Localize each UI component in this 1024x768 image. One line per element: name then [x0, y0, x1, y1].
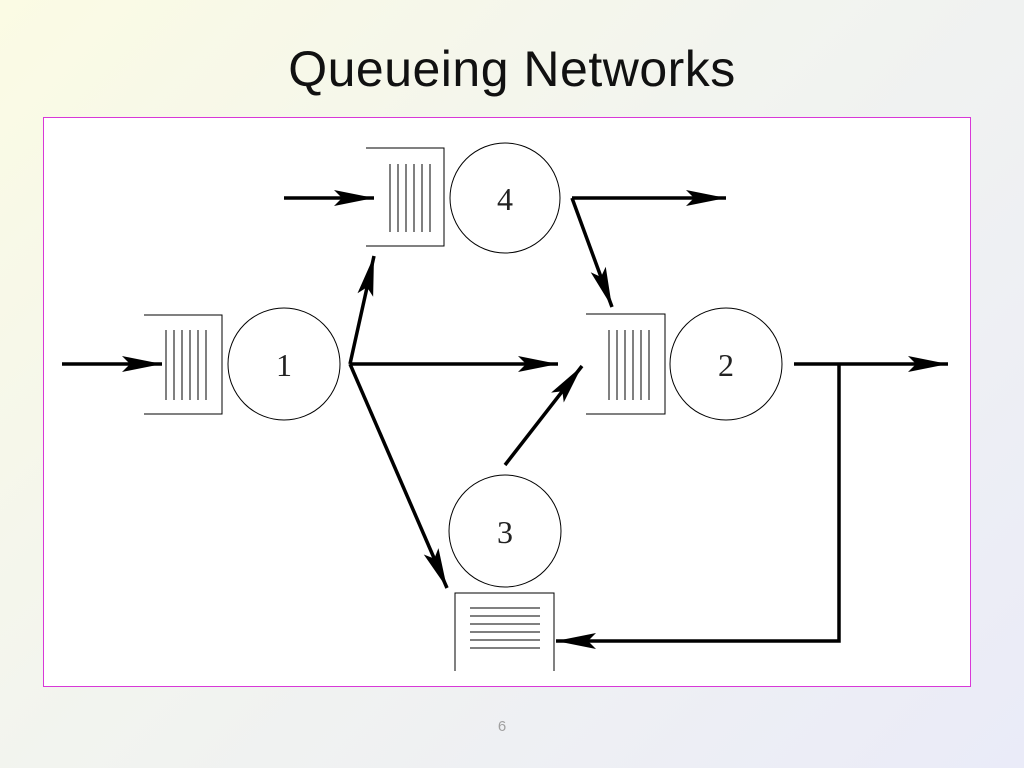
server-4: [449, 142, 561, 254]
arrow-3-to-2: [503, 364, 584, 467]
arrow-2-to-3-feedback: [556, 364, 841, 649]
page-number: 6: [497, 718, 507, 735]
node-3-label: 3: [497, 514, 513, 550]
queue-4: [366, 147, 445, 247]
queue-1: [144, 314, 223, 415]
node-4-label: 4: [497, 181, 513, 217]
slide-title: Queueing Networks: [288, 41, 736, 97]
server-2: [669, 307, 783, 421]
queue-3: [454, 592, 555, 671]
node-2-label: 2: [718, 347, 734, 383]
diagram-frame: 4 1 2 3: [43, 117, 971, 687]
node-1-label: 1: [276, 347, 292, 383]
server-1: [227, 307, 341, 421]
server-3: [448, 474, 562, 588]
queue-2: [586, 313, 666, 415]
queueing-network-diagram: 4 1 2 3: [62, 142, 948, 671]
arrow-4-to-2: [570, 197, 614, 308]
arrow-1-to-4: [348, 255, 376, 365]
arrow-1-to-3: [348, 363, 449, 589]
